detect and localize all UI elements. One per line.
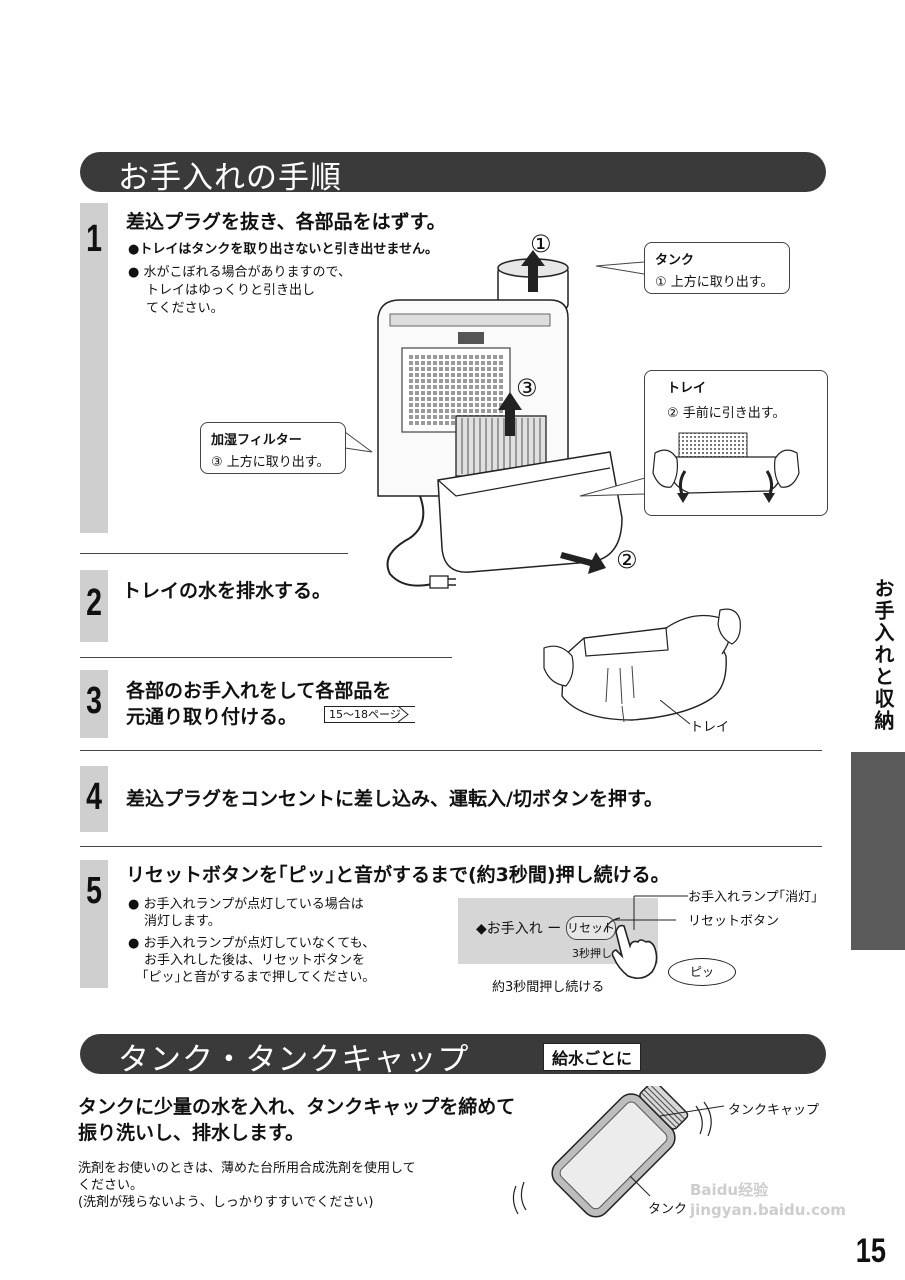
step-5-bullet-2-line-2: お手入れした後は、リセットボタンを: [144, 953, 366, 968]
step-5-bullet-2-line-3: ｢ピッ｣と音がするまで押してください。: [142, 970, 376, 985]
step-5-bullet-2: ● お手入れランプが点灯していなくても、: [128, 936, 376, 951]
step-1-heading: 差込プラグを抜き、各部品をはずす。: [126, 211, 446, 233]
tank-callout-text: ① 上方に取り出す。: [655, 275, 774, 290]
tank-shaking-illustration: [512, 1086, 712, 1218]
section-header-bar: [80, 152, 826, 192]
divider-step-4: [80, 846, 822, 847]
reset-button-label: リセット: [567, 921, 616, 935]
pointing-hand-icon: [603, 917, 658, 980]
filter-callout-title: 加湿フィルター: [211, 433, 302, 448]
frequency-badge: 給水ごとに: [543, 1043, 642, 1071]
tank-label: タンク: [648, 1202, 688, 1217]
reset-button[interactable]: リセット: [566, 916, 616, 940]
divider-step-2: [80, 657, 452, 658]
dehumidifier-illustration: [377, 250, 623, 589]
hold-label: 3秒押し: [572, 947, 612, 960]
tray-drain-illustration: [543, 608, 741, 723]
step-2-heading: トレイの水を排水する。: [122, 580, 332, 602]
section-title: お手入れの手順: [118, 160, 342, 196]
beep-bubble: ピッ: [668, 958, 736, 986]
side-tab: [851, 752, 905, 950]
step-1-bullet-1: ●トレイはタンクを取り出さないと引き出せません。: [128, 242, 438, 257]
filter-callout: 加湿フィルター ③ 上方に取り出す。: [200, 422, 346, 474]
marker-2: ②: [616, 546, 638, 574]
hold-caption: 約3秒間押し続ける: [492, 980, 605, 995]
step-3-heading-line-2: 元通り取り付ける。: [126, 706, 298, 728]
step-3-heading-line-1: 各部のお手入れをして各部品を: [126, 680, 392, 702]
watermark: Baidu经验 jingyan.baidu.com: [690, 1181, 846, 1219]
step-4-heading: 差込プラグをコンセントに差し込み、運転入/切ボタンを押す。: [126, 788, 664, 810]
tray-hands-illustration: [652, 432, 800, 503]
tank-callout-title: タンク: [655, 253, 695, 268]
tank-heading-line-1: タンクに少量の水を入れ、タンクキャップを締めて: [78, 1096, 516, 1118]
tray-callout: トレイ ② 手前に引き出す。: [644, 370, 828, 516]
step-5-heading: リセットボタンを｢ピッ｣と音がするまで(約3秒間)押し続ける。: [126, 864, 670, 886]
step-1-bullet-2-line-3: てください。: [146, 301, 224, 316]
marker-1: ①: [530, 230, 552, 258]
panel-label: ◆お手入れ ー: [476, 921, 562, 937]
step-1-bullet-2-line-2: トレイはゆっくりと引き出し: [146, 283, 316, 298]
filter-callout-text: ③ 上方に取り出す。: [211, 455, 330, 470]
divider-step-3: [80, 750, 822, 751]
tank-note-line-1: 洗剤をお使いのときは、薄めた台所用合成洗剤を使用して: [78, 1161, 416, 1176]
page-reference-arrow-icon: [398, 706, 409, 723]
step-5-bullet-1: ● お手入れランプが点灯している場合は: [128, 897, 364, 912]
tank-callout: タンク ① 上方に取り出す。: [644, 242, 790, 294]
side-tab-text: お手入れと収納: [871, 578, 895, 732]
marker-3: ③: [516, 374, 538, 402]
step-4-number: 4: [86, 776, 102, 818]
beep-text: ピッ: [689, 965, 714, 979]
section-2-title: タンク・タンクキャップ: [118, 1042, 470, 1078]
step-1-bullet-2: ● 水がこぼれる場合がありますので、: [128, 265, 351, 280]
page-reference-link[interactable]: 15〜18ページ: [324, 706, 415, 723]
tank-label-leaders: [629, 1105, 725, 1197]
divider-step-1: [80, 553, 348, 554]
step-4-bar: [80, 766, 108, 832]
step-3-tray-label: トレイ: [690, 720, 730, 735]
step-1-bar: [80, 203, 108, 533]
reset-button-label-callout: リセットボタン: [688, 914, 780, 929]
step-3-bar: [80, 670, 108, 738]
step-1-number: 1: [86, 218, 102, 260]
tray-callout-title: トレイ: [667, 381, 707, 396]
callout-leader-lines: [344, 261, 646, 497]
tray-label-leader: [660, 700, 691, 725]
step-2-number: 2: [86, 582, 102, 624]
tray-callout-text: ② 手前に引き出す。: [667, 406, 786, 421]
panel-leader-lines: [614, 895, 688, 930]
tank-heading-line-2: 振り洗いし、排水します。: [78, 1122, 305, 1144]
tank-note-line-2: ください。: [78, 1178, 144, 1193]
tank-note-line-3: (洗剤が残らないよう、しっかりすすいでください): [78, 1195, 374, 1210]
step-5-bar: [80, 860, 108, 988]
lamp-off-label: お手入れランプ｢消灯｣: [688, 890, 818, 905]
step-2-bar: [80, 570, 108, 642]
step-5-number: 5: [86, 870, 102, 912]
page-number: 15: [855, 1232, 887, 1270]
tank-cap-label: タンクキャップ: [728, 1103, 820, 1118]
page-reference-text: 15〜18ページ: [329, 708, 401, 721]
step-5-bullet-1-line-2: 消灯します。: [144, 914, 221, 929]
section-2-header-bar: [80, 1034, 826, 1074]
step-3-number: 3: [86, 680, 102, 722]
